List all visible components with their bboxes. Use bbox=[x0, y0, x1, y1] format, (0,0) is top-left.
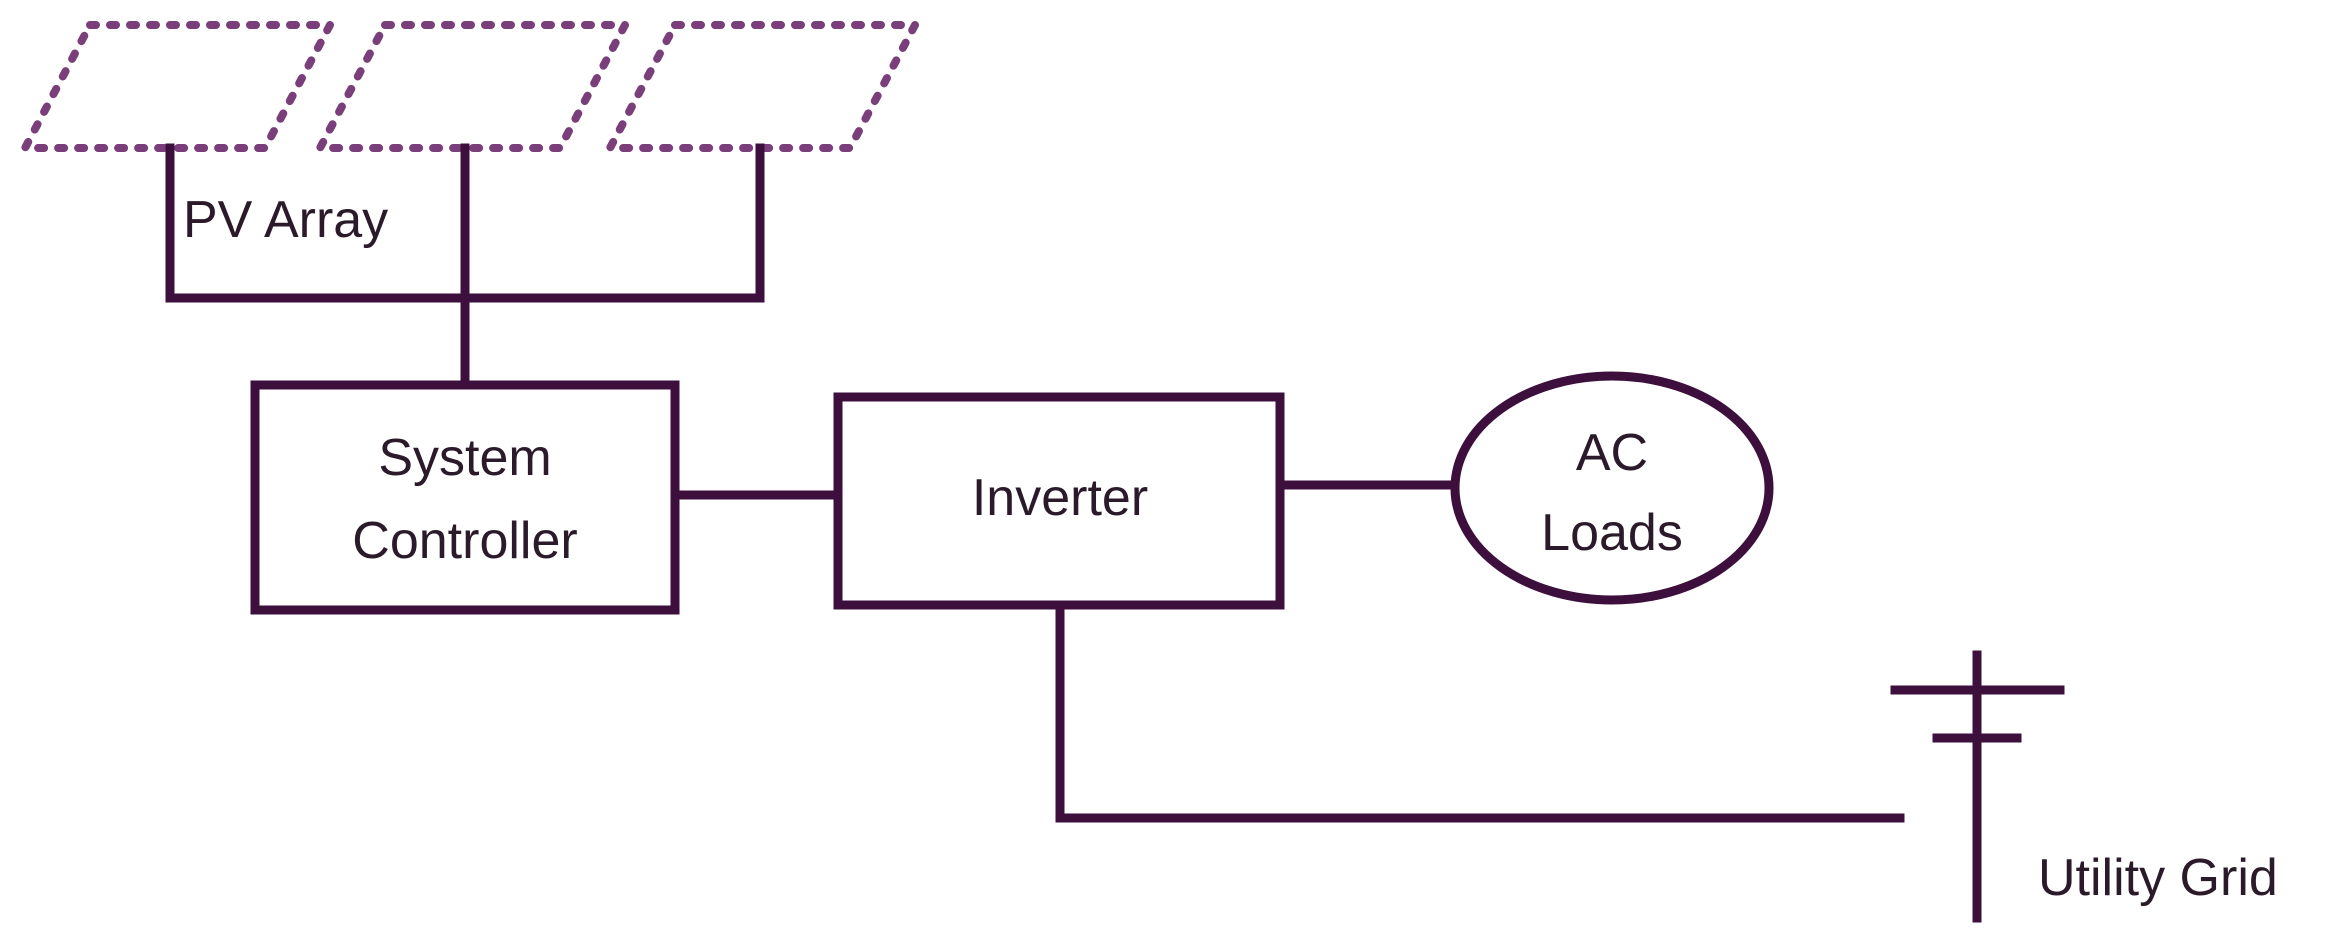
pv-panels bbox=[18, 21, 922, 152]
ac-loads-label-line1: AC bbox=[1576, 424, 1648, 482]
pv-panel-2 bbox=[313, 21, 632, 152]
ac-loads-label-line2: Loads bbox=[1541, 504, 1683, 562]
utility-pole-icon bbox=[1890, 650, 2065, 923]
system-controller-box bbox=[250, 380, 680, 615]
system-controller-label-line2: Controller bbox=[352, 512, 577, 570]
pv-panel-3 bbox=[603, 21, 922, 152]
pv-panel-1 bbox=[18, 21, 337, 152]
inverter-label: Inverter bbox=[972, 469, 1148, 527]
inverter-box bbox=[833, 392, 1285, 610]
system-controller-label-line1: System bbox=[378, 429, 551, 487]
inverter-block: Inverter bbox=[833, 392, 1285, 610]
pv-array-wiring bbox=[165, 143, 765, 390]
system-controller-block: System Controller bbox=[250, 380, 680, 615]
utility-grid-label: Utility Grid bbox=[2038, 849, 2278, 907]
inverter-to-grid-wire bbox=[1055, 600, 1905, 823]
pv-array-label: PV Array bbox=[183, 191, 388, 249]
ac-loads-block: AC Loads bbox=[1450, 371, 1774, 605]
ac-loads-ellipse bbox=[1450, 371, 1774, 605]
